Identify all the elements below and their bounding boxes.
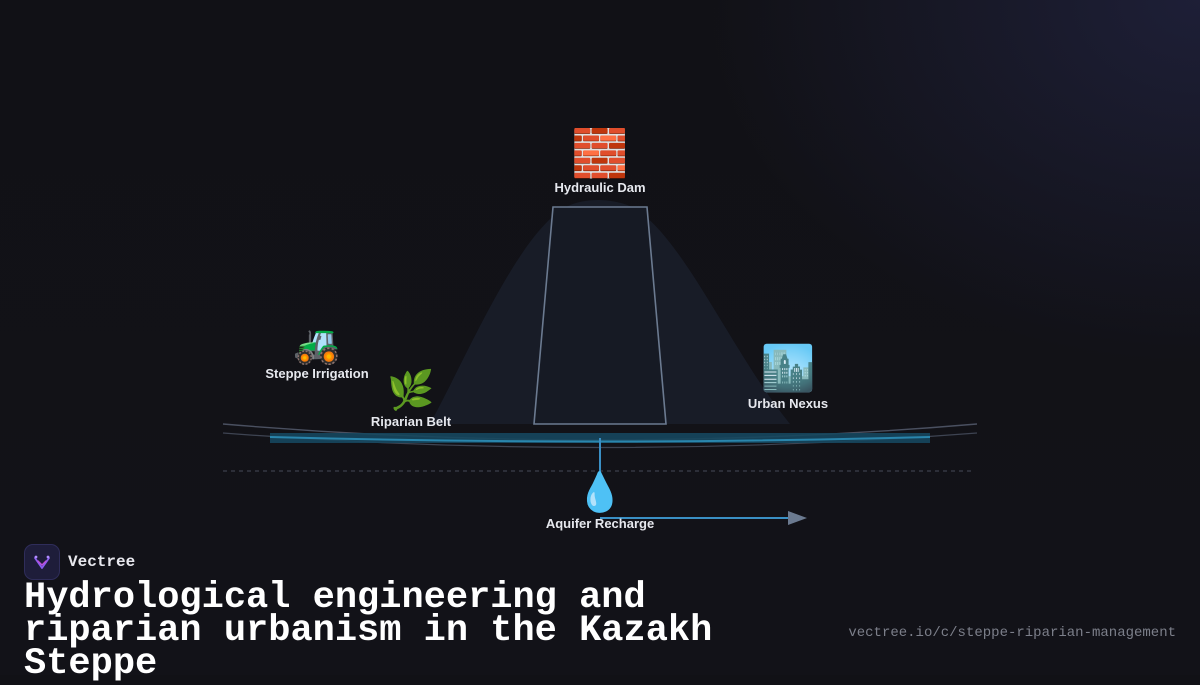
groundwater-arrowhead bbox=[788, 511, 807, 525]
node-label: Aquifer Recharge bbox=[545, 516, 655, 531]
logo-glyph bbox=[34, 555, 50, 569]
node-steppe-irrigation: 🚜 Steppe Irrigation bbox=[265, 326, 368, 381]
node-urban-nexus: 🏙️ Urban Nexus bbox=[747, 344, 829, 412]
node-label: Urban Nexus bbox=[747, 396, 829, 411]
cityscape-icon: 🏙️ bbox=[760, 344, 816, 393]
page-title: Hydrological engineering and riparian ur… bbox=[24, 577, 713, 685]
source-url[interactable]: vectree.io/c/steppe-riparian-management bbox=[848, 625, 1176, 641]
node-aquifer-recharge: 💧 Aquifer Recharge bbox=[546, 474, 654, 531]
brick-icon: 🧱 bbox=[571, 127, 629, 179]
node-label: Steppe Irrigation bbox=[265, 366, 369, 381]
node-hydraulic-dam: 🧱 Hydraulic Dam bbox=[554, 130, 645, 195]
vectree-logo-icon bbox=[24, 544, 60, 580]
brand: Vectree bbox=[24, 544, 135, 580]
dam-outline bbox=[533, 206, 667, 425]
node-label: Hydraulic Dam bbox=[554, 180, 646, 195]
brand-name: Vectree bbox=[68, 553, 136, 571]
herb-icon: 🌿 bbox=[387, 370, 435, 412]
node-label: Riparian Belt bbox=[370, 414, 452, 429]
node-riparian-belt: 🌿 Riparian Belt bbox=[371, 372, 451, 429]
tractor-icon: 🚜 bbox=[293, 324, 341, 366]
droplet-icon: 💧 bbox=[576, 472, 624, 514]
